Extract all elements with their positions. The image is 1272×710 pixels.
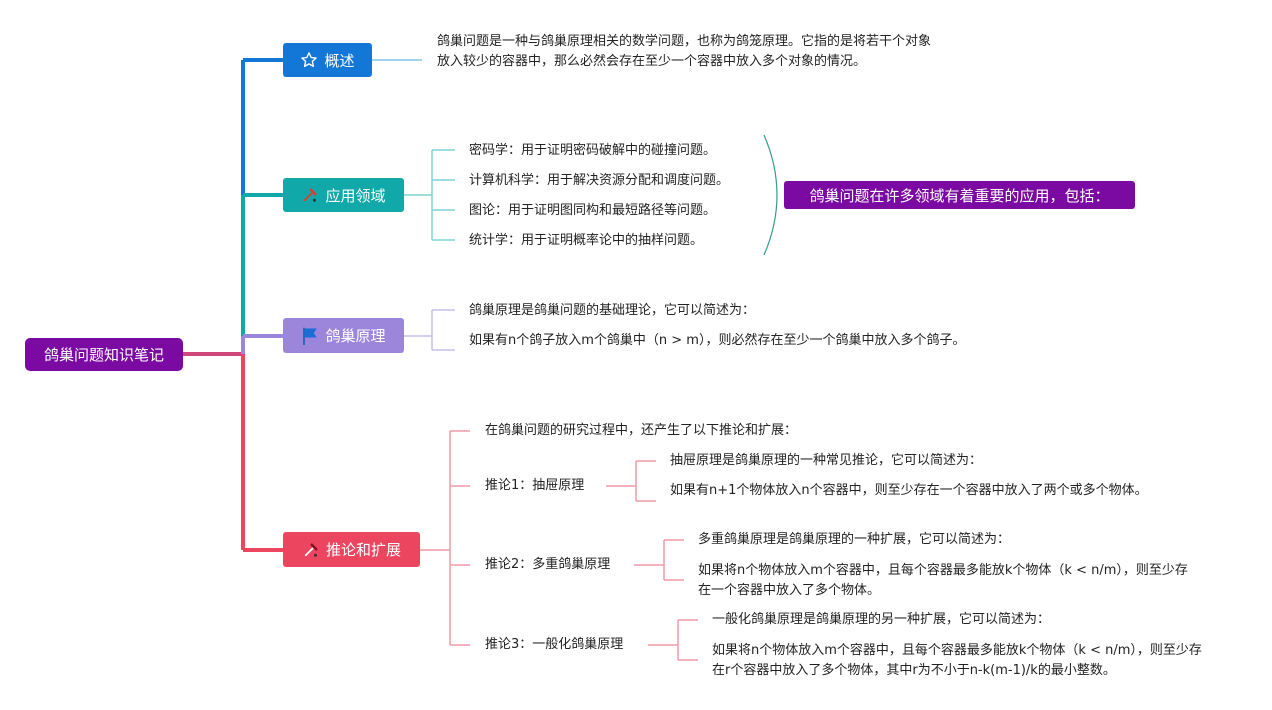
flag-icon: [301, 326, 319, 346]
principle-item: 如果有n个鸽子放入m个鸽巢中（n > m），则必然存在至少一个鸽巢中放入多个鸽子…: [469, 333, 966, 348]
principle-label: 鸽巢原理: [325, 327, 386, 345]
corollary-2-item: 如果将n个物体放入m个容器中，且每个容器最多能放k个物体（k < n/m），则至…: [698, 563, 1188, 598]
applications-item: 图论：用于证明图同构和最短路径等问题。: [469, 203, 717, 218]
branch-overview[interactable]: 概述: [283, 43, 372, 77]
principle-item: 鸽巢原理是鸽巢问题的基础理论，它可以简述为：: [469, 303, 756, 318]
corollary-2-item: 多重鸽巢原理是鸽巢原理的一种扩展，它可以简述为：: [698, 532, 1011, 547]
tools-icon: [302, 541, 320, 559]
extensions-label: 推论和扩展: [325, 541, 401, 559]
applications-item: 密码学：用于证明密码破解中的碰撞问题。: [469, 143, 717, 158]
branch-extensions[interactable]: 推论和扩展: [283, 532, 420, 567]
applications-callout[interactable]: 鸽巢问题在许多领域有着重要的应用，包括：: [784, 181, 1135, 209]
root-label: 鸽巢问题知识笔记: [43, 346, 164, 364]
root-node[interactable]: 鸽巢问题知识笔记: [25, 338, 183, 371]
applications-item: 计算机科学：用于解决资源分配和调度问题。: [469, 173, 730, 188]
corollary-1-label[interactable]: 推论1：抽屉原理: [485, 478, 585, 493]
applications-label: 应用领域: [325, 186, 386, 205]
corollary-3-item: 一般化鸽巢原理是鸽巢原理的另一种扩展，它可以简述为：: [712, 612, 1051, 627]
extensions-intro: 在鸽巢问题的研究过程中，还产生了以下推论和扩展：: [485, 423, 798, 438]
branch-principle[interactable]: 鸽巢原理: [283, 318, 404, 353]
tools-icon: [301, 186, 319, 204]
corollary-1-item: 如果有n+1个物体放入n个容器中，则至少存在一个容器中放入了两个或多个物体。: [670, 483, 1148, 498]
corollary-3-item: 如果将n个物体放入m个容器中，且每个容器最多能放k个物体（k < n/m），则至…: [712, 643, 1202, 678]
corollary-1-item: 抽屉原理是鸽巢原理的一种常见推论，它可以简述为：: [670, 453, 983, 468]
corollary-3-label[interactable]: 推论3：一般化鸽巢原理: [485, 637, 624, 652]
corollary-2-label[interactable]: 推论2：多重鸽巢原理: [485, 557, 611, 572]
applications-brace: [763, 134, 778, 256]
overview-text: 鸽巢问题是一种与鸽巢原理相关的数学问题，也称为鸽笼原理。它指的是将若干个对象放入…: [437, 34, 932, 69]
overview-label: 概述: [324, 51, 355, 70]
star-icon: [300, 51, 318, 69]
branch-applications[interactable]: 应用领域: [283, 178, 404, 212]
applications-item: 统计学：用于证明概率论中的抽样问题。: [469, 233, 704, 248]
